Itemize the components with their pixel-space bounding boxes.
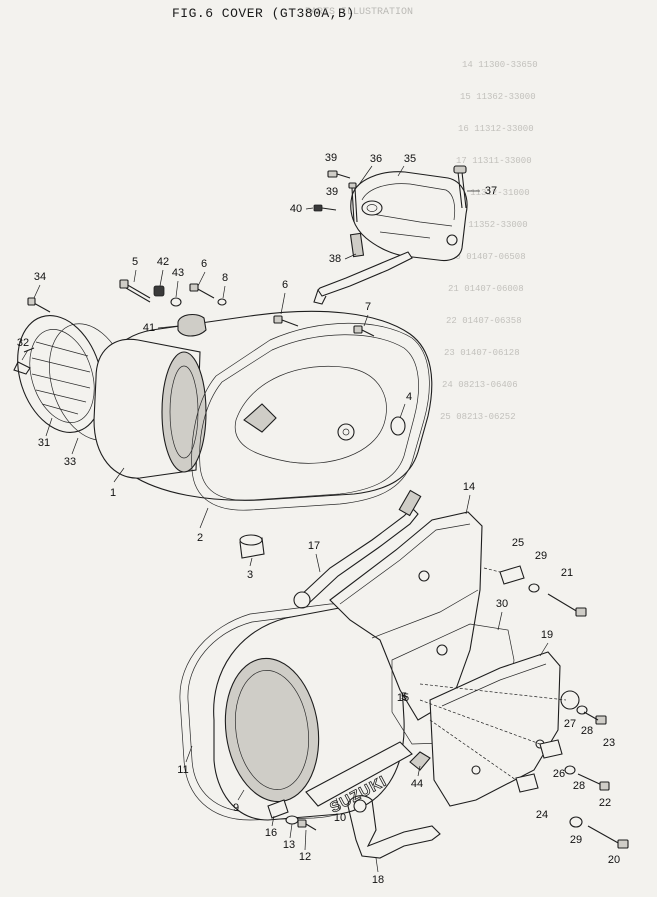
- callout-25: 25: [511, 537, 525, 549]
- callout-39: 39: [324, 152, 338, 164]
- callout-42: 42: [156, 256, 170, 268]
- callout-18: 18: [371, 874, 385, 886]
- callout-28: 28: [572, 780, 586, 792]
- showthrough-row: 17 11311-33000: [456, 156, 532, 166]
- callout-19: 19: [540, 629, 554, 641]
- callout-4: 4: [405, 391, 413, 403]
- callout-15: 15: [396, 692, 410, 704]
- callout-6: 6: [281, 279, 289, 291]
- reverse-page-showthrough: 14 11300-33650 15 11362-33000 16 11312-330…: [440, 60, 538, 422]
- callout-5: 5: [400, 691, 408, 703]
- callout-22: 22: [598, 797, 612, 809]
- callout-23: 23: [602, 737, 616, 749]
- callout-27: 27: [563, 718, 577, 730]
- showthrough-row: 25 08213-06252: [440, 412, 516, 422]
- callout-26: 26: [552, 768, 566, 780]
- callout-9: 9: [232, 802, 240, 814]
- callout-20: 20: [607, 854, 621, 866]
- callout-38: 38: [328, 253, 342, 265]
- showthrough-row: 24 08213-06406: [442, 380, 518, 390]
- magneto-cover-assembly: [13, 269, 433, 567]
- callout-29: 29: [569, 834, 583, 846]
- figure-title: FIG.6 COVER (GT380A,B): [172, 6, 355, 21]
- callout-39: 39: [325, 186, 339, 198]
- callout-43: 43: [171, 267, 185, 279]
- upper-cover-assembly: [305, 165, 480, 305]
- callout-1: 1: [109, 487, 117, 499]
- showthrough-row: 16 11312-33000: [458, 124, 534, 134]
- callout-34: 34: [33, 271, 47, 283]
- callout-14: 14: [462, 481, 476, 493]
- callout-31: 31: [37, 437, 51, 449]
- showthrough-row: 18 11312-31000: [454, 188, 530, 198]
- callout-12: 12: [298, 851, 312, 863]
- callout-11: 11: [177, 764, 189, 776]
- callout-30: 30: [495, 598, 509, 610]
- callout-29: 29: [534, 550, 548, 562]
- callout-2: 2: [196, 532, 204, 544]
- callout-21: 21: [560, 567, 574, 579]
- callout-36: 36: [369, 153, 383, 165]
- callout-13: 13: [282, 839, 296, 851]
- callout-37: 37: [484, 185, 498, 197]
- callout-7: 7: [364, 301, 372, 313]
- callout-8: 8: [221, 272, 229, 284]
- showthrough-row: 15 11362-33000: [460, 92, 536, 102]
- callout-44: 44: [410, 778, 424, 790]
- reverse-page-header: PARTS ILLUSTRATION: [305, 7, 414, 18]
- callout-40: 40: [289, 203, 303, 215]
- showthrough-row: 22 01407-06358: [446, 316, 522, 326]
- callout-6: 6: [200, 258, 208, 270]
- showthrough-row: 23 01407-06128: [444, 348, 520, 358]
- callout-32: 32: [16, 337, 30, 349]
- callout-28: 28: [580, 725, 594, 737]
- showthrough-row: 20 01407-06508: [450, 252, 526, 262]
- callout-33: 33: [63, 456, 77, 468]
- clutch-cover-assembly: SUZUKI: [179, 489, 629, 873]
- callout-5: 5: [131, 256, 139, 268]
- callout-10: 10: [333, 812, 347, 824]
- showthrough-row: 14 11300-33650: [462, 60, 538, 70]
- callout-24: 24: [535, 809, 549, 821]
- showthrough-row: 19 11352-33000: [452, 220, 528, 230]
- callout-17: 17: [307, 540, 321, 552]
- callout-35: 35: [403, 153, 417, 165]
- showthrough-row: 21 01407-06008: [448, 284, 524, 294]
- callout-3: 3: [246, 569, 254, 581]
- callout-41: 41: [142, 322, 156, 334]
- callout-16: 16: [264, 827, 278, 839]
